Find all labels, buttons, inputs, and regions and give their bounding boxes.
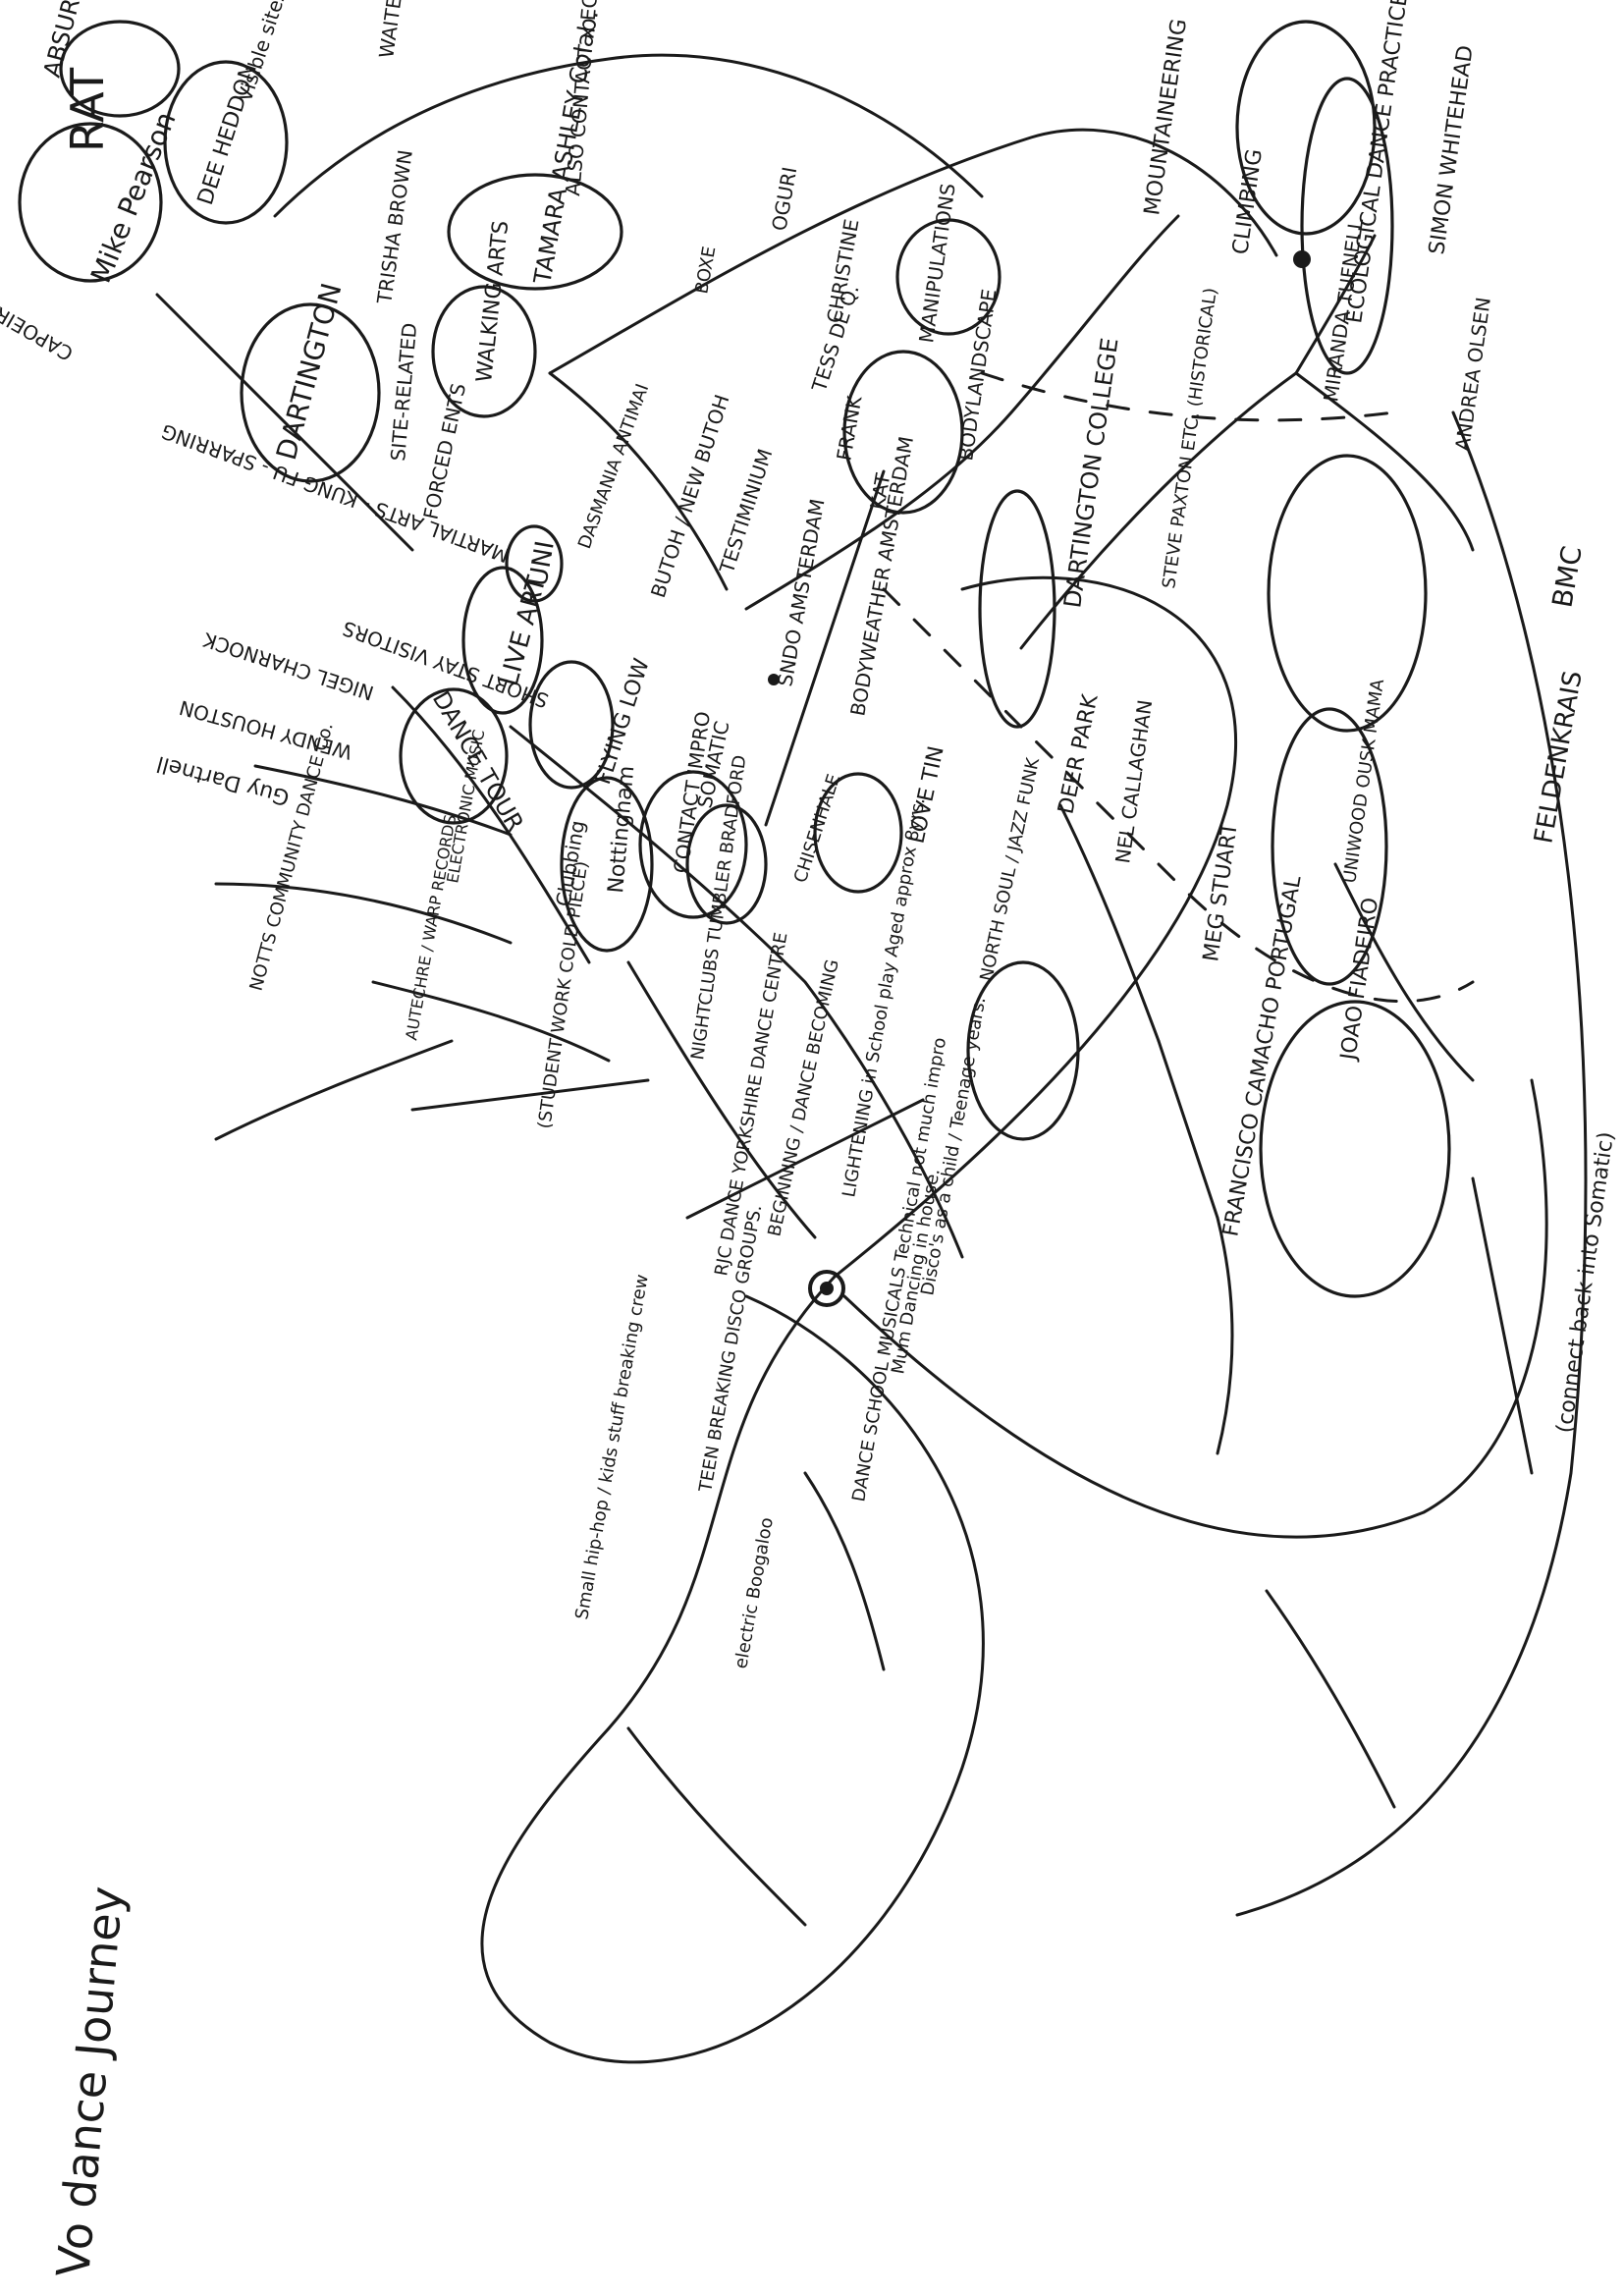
dartington-college-label: DARTINGTON COLLEGE <box>1058 336 1123 609</box>
trishna-brown-label: TRISHA BROWN <box>372 148 417 306</box>
o-guri-label: OGURI <box>767 165 801 233</box>
steve-paxton-label: STEVE PAXTON ETC. (HISTORICAL) <box>1159 287 1221 590</box>
site-related-label: SITE-RELATED <box>386 322 421 463</box>
waites-label: WAITES <box>374 0 407 60</box>
live-art-label: LIVE ART <box>495 573 553 688</box>
visible-sites-label: Visible sites <box>233 0 291 105</box>
andrea-label: ANDREA OLSEN <box>1450 296 1495 453</box>
christine-label: CHRISTINE <box>822 217 863 325</box>
rat-label: RAT <box>61 67 114 152</box>
chisenhale-label: CHISENHALE <box>790 772 844 886</box>
frank-label: FRANK <box>832 393 866 462</box>
deer-park-label: DEER PARK <box>1054 692 1103 817</box>
climbing-label: CLIMBING <box>1228 147 1268 256</box>
mountaineering-label: MOUNTAINEERING <box>1140 18 1192 217</box>
dartington-label: DARTINGTON <box>270 280 349 464</box>
connections <box>155 53 1588 2064</box>
boxe-label: BOXE <box>691 245 720 296</box>
guy-dartnell-label: Guy Dartnell <box>154 750 293 809</box>
forced-ents-label: FORCED ENTS <box>418 381 470 521</box>
bodylandscape-label: BODYLANDSCAPE <box>953 288 1001 463</box>
feldenkrais-label: FELDENKRAIS <box>1529 669 1588 846</box>
hip-hop-label: Small hip-hop / kids stuff breaking crew <box>571 1273 653 1621</box>
branch-dots <box>768 250 1311 1307</box>
also-contact-label: ALSO CONTACT x ECOLOGICAL <box>561 0 611 196</box>
capoeira-label: CAPOEIRA - ANIMAL STYLES <box>0 209 78 365</box>
page-title: Vo dance Journey <box>46 1885 134 2279</box>
node-rings <box>18 20 1451 1298</box>
martial-arts-label: MARTIAL ARTS - KUNG FU - SPARRING <box>158 419 513 568</box>
walking-arts-label: WALKING ARTS <box>472 219 514 383</box>
simon-label: SIMON WHITEHEAD <box>1425 44 1479 256</box>
north-soul-label: NORTH SOUL / JAZZ FUNK <box>976 755 1044 983</box>
bmc-label: BMC <box>1545 544 1588 611</box>
notts-community-label: NOTTS COMMUNITY DANCE Co. <box>246 721 338 994</box>
meg-stuart-label: MEG STUART <box>1199 821 1243 963</box>
manipulations-label: MANIPULATIONS <box>914 182 960 344</box>
testiminium-label: TESTIMINIUM <box>715 446 778 577</box>
nel-callaghan-label: NEL CALLAGHAN <box>1110 698 1157 865</box>
dasmania-label: DASMANIA ANTIMAI <box>574 381 653 552</box>
electric-boogaloo-label: electric Boogaloo <box>731 1516 778 1670</box>
